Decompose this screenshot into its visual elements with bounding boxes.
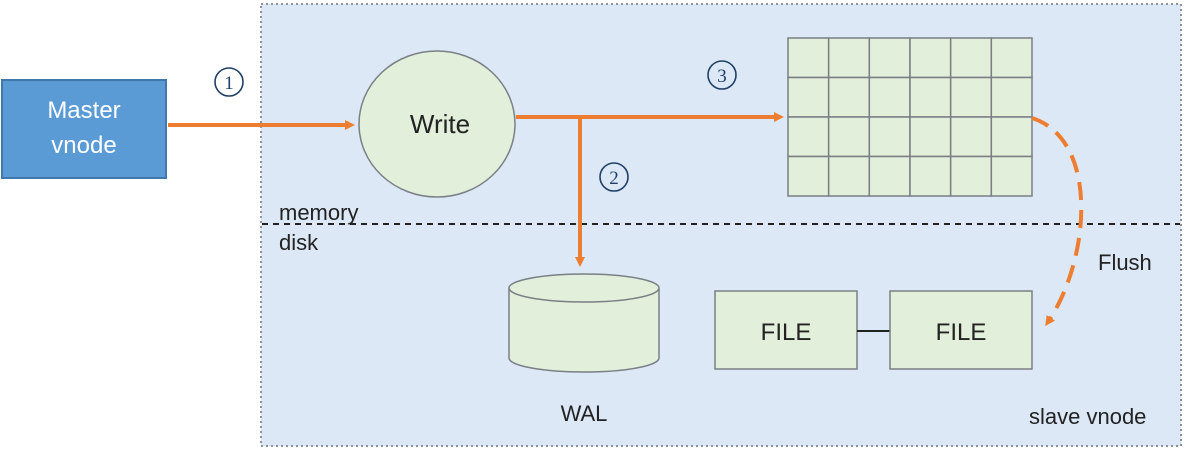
step-3-badge: 3 bbox=[707, 60, 737, 90]
memtable-grid bbox=[787, 37, 1033, 197]
memtable-cell bbox=[868, 116, 911, 158]
memtable-cell bbox=[990, 37, 1033, 79]
write-label: Write bbox=[410, 109, 470, 139]
master-label-line2: vnode bbox=[51, 132, 116, 159]
memtable-cell bbox=[787, 76, 830, 118]
memtable-cell bbox=[827, 37, 871, 79]
file-left-label: FILE bbox=[761, 319, 812, 346]
flush-arrow bbox=[1031, 116, 1084, 327]
memtable-cell bbox=[909, 116, 952, 158]
step-1-number: 1 bbox=[224, 73, 234, 94]
step-3-number: 3 bbox=[717, 66, 727, 87]
flush-label: Flush bbox=[1098, 250, 1152, 275]
memtable-cell bbox=[949, 116, 993, 158]
memtable-cell bbox=[868, 76, 911, 118]
step-2-badge: 2 bbox=[599, 162, 629, 192]
step-1-badge: 1 bbox=[214, 67, 244, 97]
write-node: Write bbox=[358, 50, 516, 198]
memtable-cell bbox=[787, 155, 830, 197]
memtable-cell bbox=[827, 116, 871, 158]
memtable-cell bbox=[827, 155, 871, 197]
memory-label: memory bbox=[279, 200, 358, 225]
memtable-cell bbox=[909, 155, 952, 197]
disk-label: disk bbox=[279, 230, 319, 255]
memtable-cell bbox=[949, 76, 993, 118]
memtable-cell bbox=[909, 37, 952, 79]
master-label-line1: Master bbox=[47, 97, 120, 124]
wal-label: WAL bbox=[561, 401, 608, 426]
memtable-cell bbox=[787, 37, 830, 79]
memtable-cell bbox=[868, 155, 911, 197]
memtable-cell bbox=[949, 155, 993, 197]
memtable-cell bbox=[990, 116, 1033, 158]
memtable-cell bbox=[990, 155, 1033, 197]
memtable-cell bbox=[909, 76, 952, 118]
step-2-number: 2 bbox=[609, 168, 619, 189]
memtable-cell bbox=[787, 116, 830, 158]
memtable-cell bbox=[827, 76, 871, 118]
memtable-cell bbox=[868, 37, 911, 79]
memtable-cell bbox=[949, 37, 993, 79]
master-vnode-node: Master vnode bbox=[1, 79, 167, 179]
memtable-cell bbox=[990, 76, 1033, 118]
file-right-label: FILE bbox=[936, 319, 987, 346]
file-box-left: FILE bbox=[714, 290, 858, 370]
slave-vnode-label: slave vnode bbox=[1029, 404, 1146, 429]
file-box-right: FILE bbox=[889, 290, 1033, 370]
wal-cylinder bbox=[508, 273, 660, 373]
